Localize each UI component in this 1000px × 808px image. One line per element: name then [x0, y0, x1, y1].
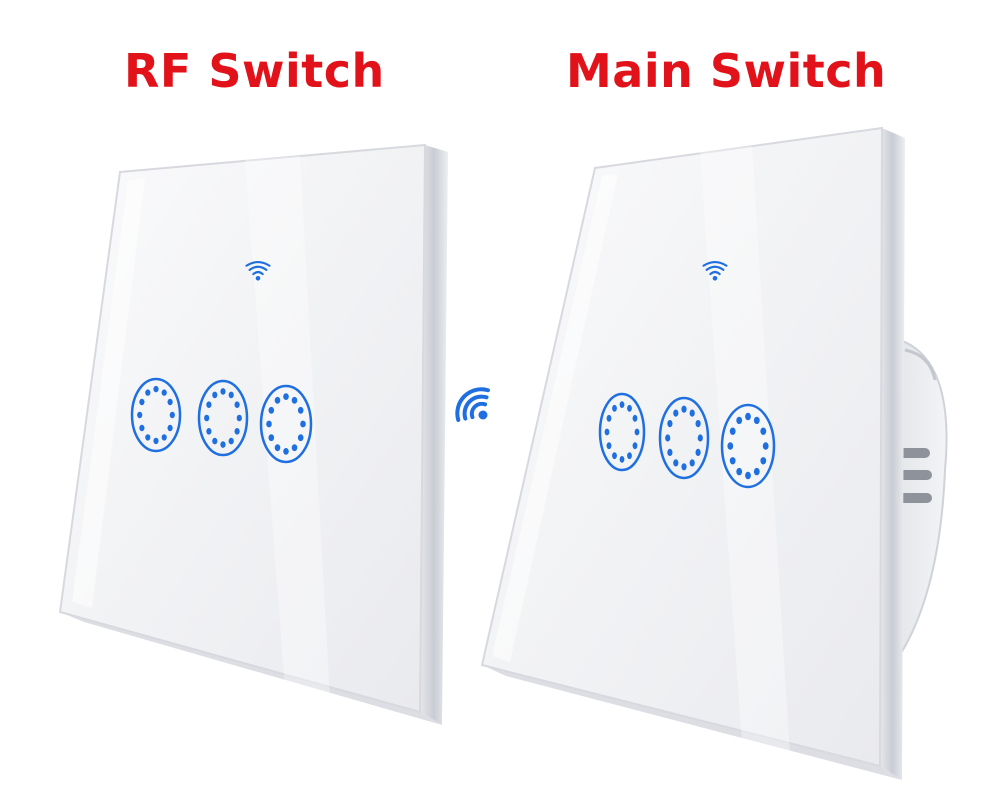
led-dot [145, 434, 151, 441]
led-dot [145, 389, 151, 396]
led-dot [220, 441, 226, 448]
led-dot [673, 459, 679, 467]
led-dot [736, 467, 743, 476]
led-dot [753, 467, 760, 476]
led-dot [727, 442, 734, 450]
led-dot [291, 444, 298, 452]
led-dot [753, 416, 760, 425]
touch-button-3[interactable] [259, 384, 313, 464]
led-dot [667, 448, 673, 456]
led-dot [612, 404, 617, 412]
led-dot [681, 405, 687, 413]
led-dot [665, 434, 671, 442]
touch-button-1[interactable] [598, 392, 646, 472]
touch-button-2[interactable] [197, 379, 249, 457]
wifi-icon [702, 260, 728, 281]
led-dot [681, 463, 687, 471]
led-dot [220, 388, 226, 395]
led-dot [760, 427, 767, 435]
led-dot [619, 401, 625, 408]
led-dot [274, 396, 281, 404]
led-dot [627, 404, 632, 412]
rf-switch-panel [58, 143, 448, 725]
led-dot [634, 428, 640, 436]
led-dot [619, 456, 625, 463]
led-dot [153, 437, 159, 445]
rf-switch-label: RF Switch [124, 44, 385, 98]
led-dot [228, 437, 234, 445]
led-dot [206, 428, 212, 435]
led-dot [606, 442, 612, 450]
led-dot [745, 412, 751, 421]
led-dot [228, 391, 234, 399]
led-dot [283, 448, 289, 455]
led-dot [234, 401, 240, 409]
led-dot [137, 411, 143, 419]
led-dot [274, 444, 281, 452]
led-dot [736, 416, 743, 425]
led-dot [206, 401, 212, 409]
led-dot [604, 428, 610, 436]
led-dot [167, 398, 173, 406]
led-dot [139, 398, 145, 406]
led-dot [291, 396, 298, 404]
led-dot [283, 393, 289, 400]
led-dot [632, 442, 638, 450]
rf-signal-icon [455, 387, 490, 422]
wifi-icon [245, 260, 271, 281]
led-dot [212, 391, 218, 399]
led-dot [697, 434, 703, 442]
led-dot [204, 414, 210, 422]
main-switch-panel [480, 126, 948, 780]
led-dot [300, 420, 306, 428]
led-dot [266, 420, 272, 428]
led-dot [695, 448, 701, 456]
led-dot [212, 437, 218, 445]
led-dot [161, 434, 167, 441]
touch-button-3[interactable] [720, 403, 776, 489]
led-dot [297, 434, 304, 442]
touch-button-1[interactable] [130, 377, 182, 453]
led-dot [627, 452, 632, 460]
led-dot [673, 409, 679, 417]
led-dot [632, 414, 638, 422]
led-dot [762, 442, 769, 450]
led-dot [612, 452, 617, 460]
touch-button-2[interactable] [658, 396, 710, 480]
led-dot [268, 406, 275, 414]
led-dot [695, 420, 701, 428]
led-dot [297, 406, 304, 414]
led-dot [234, 428, 240, 435]
led-dot [667, 420, 673, 428]
led-dot [268, 434, 275, 442]
led-dot [689, 409, 695, 417]
led-dot [153, 385, 159, 393]
main-switch-label: Main Switch [566, 44, 887, 98]
led-dot [167, 424, 173, 432]
led-dot [760, 457, 767, 465]
led-dot [169, 411, 175, 419]
led-dot [729, 457, 736, 465]
led-dot [606, 414, 612, 422]
led-dot [161, 389, 167, 396]
led-dot [689, 459, 695, 467]
led-dot [139, 424, 145, 432]
led-dot [729, 427, 736, 435]
led-dot [745, 471, 751, 480]
led-dot [236, 414, 242, 422]
